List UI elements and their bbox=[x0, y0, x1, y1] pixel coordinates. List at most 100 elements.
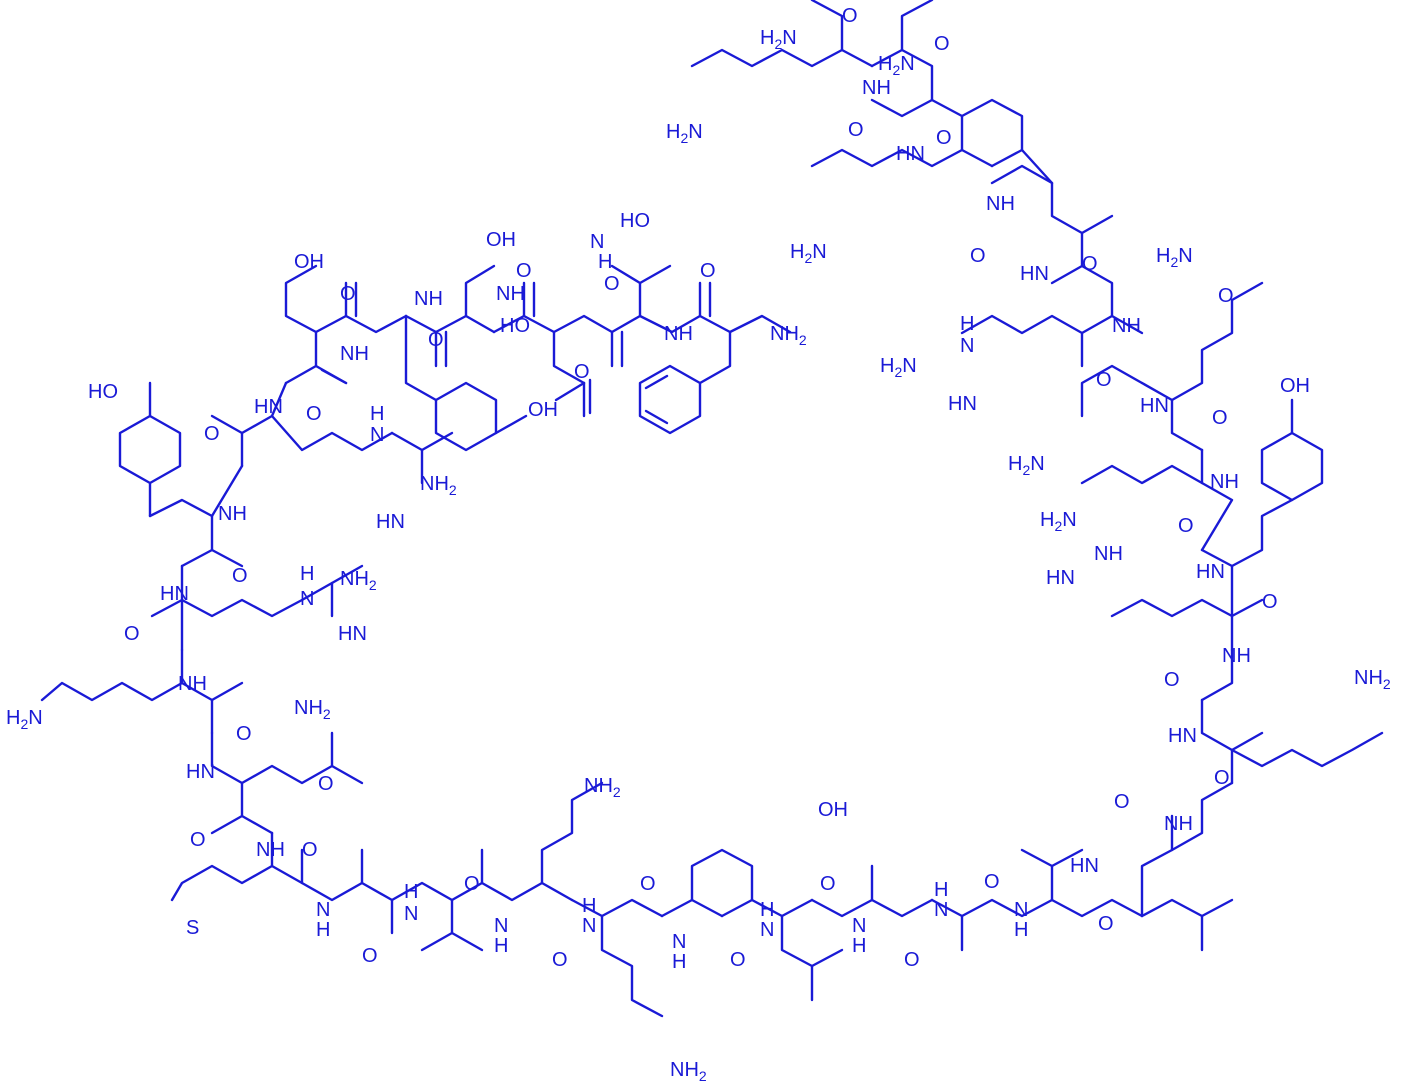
label-nh: NH bbox=[664, 323, 693, 345]
label-o: O bbox=[970, 245, 986, 267]
label-o: O bbox=[848, 119, 864, 141]
label-o: O bbox=[516, 260, 532, 282]
atom-labels: NH2 O NH HO O N H HO O O NH OH O NH OH O… bbox=[6, 5, 1391, 1082]
label-o: O bbox=[936, 127, 952, 149]
label-nh: N bbox=[1014, 899, 1028, 921]
label-nh: NH bbox=[1210, 471, 1239, 493]
label-o: O bbox=[842, 5, 858, 27]
label-o: O bbox=[204, 423, 220, 445]
label-o: O bbox=[730, 949, 746, 971]
label-o: O bbox=[318, 773, 334, 795]
label-nh: N bbox=[852, 915, 866, 937]
label-nh: N bbox=[316, 899, 330, 921]
label-hn: HN bbox=[1020, 263, 1049, 285]
label-nh: NH bbox=[414, 288, 443, 310]
label-o: O bbox=[574, 361, 590, 383]
label-h: H bbox=[494, 935, 508, 957]
label-nh2: NH2 bbox=[294, 697, 331, 722]
label-o: O bbox=[1212, 407, 1228, 429]
label-cterm-h2n: H2N bbox=[760, 27, 797, 52]
label-phe-nh2: NH2 bbox=[770, 323, 807, 348]
label-nh: N bbox=[370, 424, 384, 446]
label-o: O bbox=[428, 329, 444, 351]
label-hn: HN bbox=[1140, 395, 1169, 417]
label-hn: HN bbox=[160, 583, 189, 605]
label-hn: H bbox=[760, 899, 774, 921]
label-o: O bbox=[464, 873, 480, 895]
label-o: O bbox=[306, 403, 322, 425]
label-tyr2-ho: HO bbox=[88, 381, 118, 403]
label-n: N bbox=[760, 919, 774, 941]
label-h2n: H2N bbox=[1040, 509, 1077, 534]
label-o: O bbox=[1098, 913, 1114, 935]
label-nh: N bbox=[590, 231, 604, 253]
label-o: O bbox=[1178, 515, 1194, 537]
label-hn: HN bbox=[338, 623, 367, 645]
label-nh: N bbox=[672, 931, 686, 953]
label-o: O bbox=[1082, 253, 1098, 275]
label-nh: NH bbox=[986, 193, 1015, 215]
label-lys5-h2n: H2N bbox=[666, 121, 703, 146]
label-h: H bbox=[852, 935, 866, 957]
label-n: N bbox=[404, 903, 418, 925]
label-o: O bbox=[700, 260, 716, 282]
label-o: O bbox=[1096, 369, 1112, 391]
label-tyr4-oh: OH bbox=[1280, 375, 1310, 397]
label-thr-oh: HO bbox=[620, 210, 650, 232]
label-o: O bbox=[1114, 791, 1130, 813]
label-o: O bbox=[1262, 591, 1278, 613]
label-o: O bbox=[604, 273, 620, 295]
label-lys2-nh2: NH2 bbox=[670, 1059, 707, 1082]
label-hn: HN bbox=[1196, 561, 1225, 583]
label-asn-h2n: H2N bbox=[878, 53, 915, 78]
label-met-s: S bbox=[186, 917, 199, 939]
label-lys4-h2n: H2N bbox=[790, 241, 827, 266]
label-o: O bbox=[1214, 767, 1230, 789]
label-nh2: NH2 bbox=[340, 568, 377, 593]
label-hn: H bbox=[404, 881, 418, 903]
label-n: N bbox=[960, 335, 974, 357]
label-ser2-oh: OH bbox=[294, 251, 324, 273]
label-o: O bbox=[640, 873, 656, 895]
label-asp-ho: HO bbox=[500, 315, 530, 337]
label-o: O bbox=[190, 829, 206, 851]
label-o: O bbox=[1218, 285, 1234, 307]
label-h: H bbox=[598, 251, 612, 273]
label-o: O bbox=[236, 723, 252, 745]
label-lys-nh2: NH2 bbox=[584, 775, 621, 800]
label-nh: NH bbox=[256, 839, 285, 861]
label-h: H bbox=[316, 919, 330, 941]
label-nh: NH bbox=[218, 503, 247, 525]
label-hn: HN bbox=[376, 511, 405, 533]
label-o: O bbox=[820, 873, 836, 895]
label-tyr-oh: OH bbox=[528, 399, 558, 421]
label-o: O bbox=[934, 33, 950, 55]
bonds bbox=[40, 0, 1384, 1018]
label-lys-h2n: H2N bbox=[6, 707, 43, 732]
label-n: N bbox=[582, 915, 596, 937]
label-nh: H bbox=[300, 563, 314, 585]
label-n: N bbox=[300, 588, 314, 610]
label-h: H bbox=[1014, 919, 1028, 941]
label-ser-oh: OH bbox=[486, 229, 516, 251]
label-o: O bbox=[124, 623, 140, 645]
label-hn: HN bbox=[896, 143, 925, 165]
label-o: O bbox=[302, 839, 318, 861]
label-o: O bbox=[340, 283, 356, 305]
label-nh: NH bbox=[178, 673, 207, 695]
label-o: O bbox=[984, 871, 1000, 893]
label-nh: NH bbox=[1094, 543, 1123, 565]
label-nh: NH bbox=[340, 343, 369, 365]
label-hn: HN bbox=[1046, 567, 1075, 589]
label-h: H bbox=[672, 951, 686, 973]
label-nh: NH bbox=[862, 77, 891, 99]
label-h2n: H2N bbox=[880, 355, 917, 380]
label-o: O bbox=[362, 945, 378, 967]
label-nh: NH bbox=[1222, 645, 1251, 667]
label-hn: HN bbox=[948, 393, 977, 415]
label-nh: N bbox=[494, 915, 508, 937]
label-hn: HN bbox=[1070, 855, 1099, 877]
label-nh: NH bbox=[496, 283, 525, 305]
label-hn: HN bbox=[186, 761, 215, 783]
